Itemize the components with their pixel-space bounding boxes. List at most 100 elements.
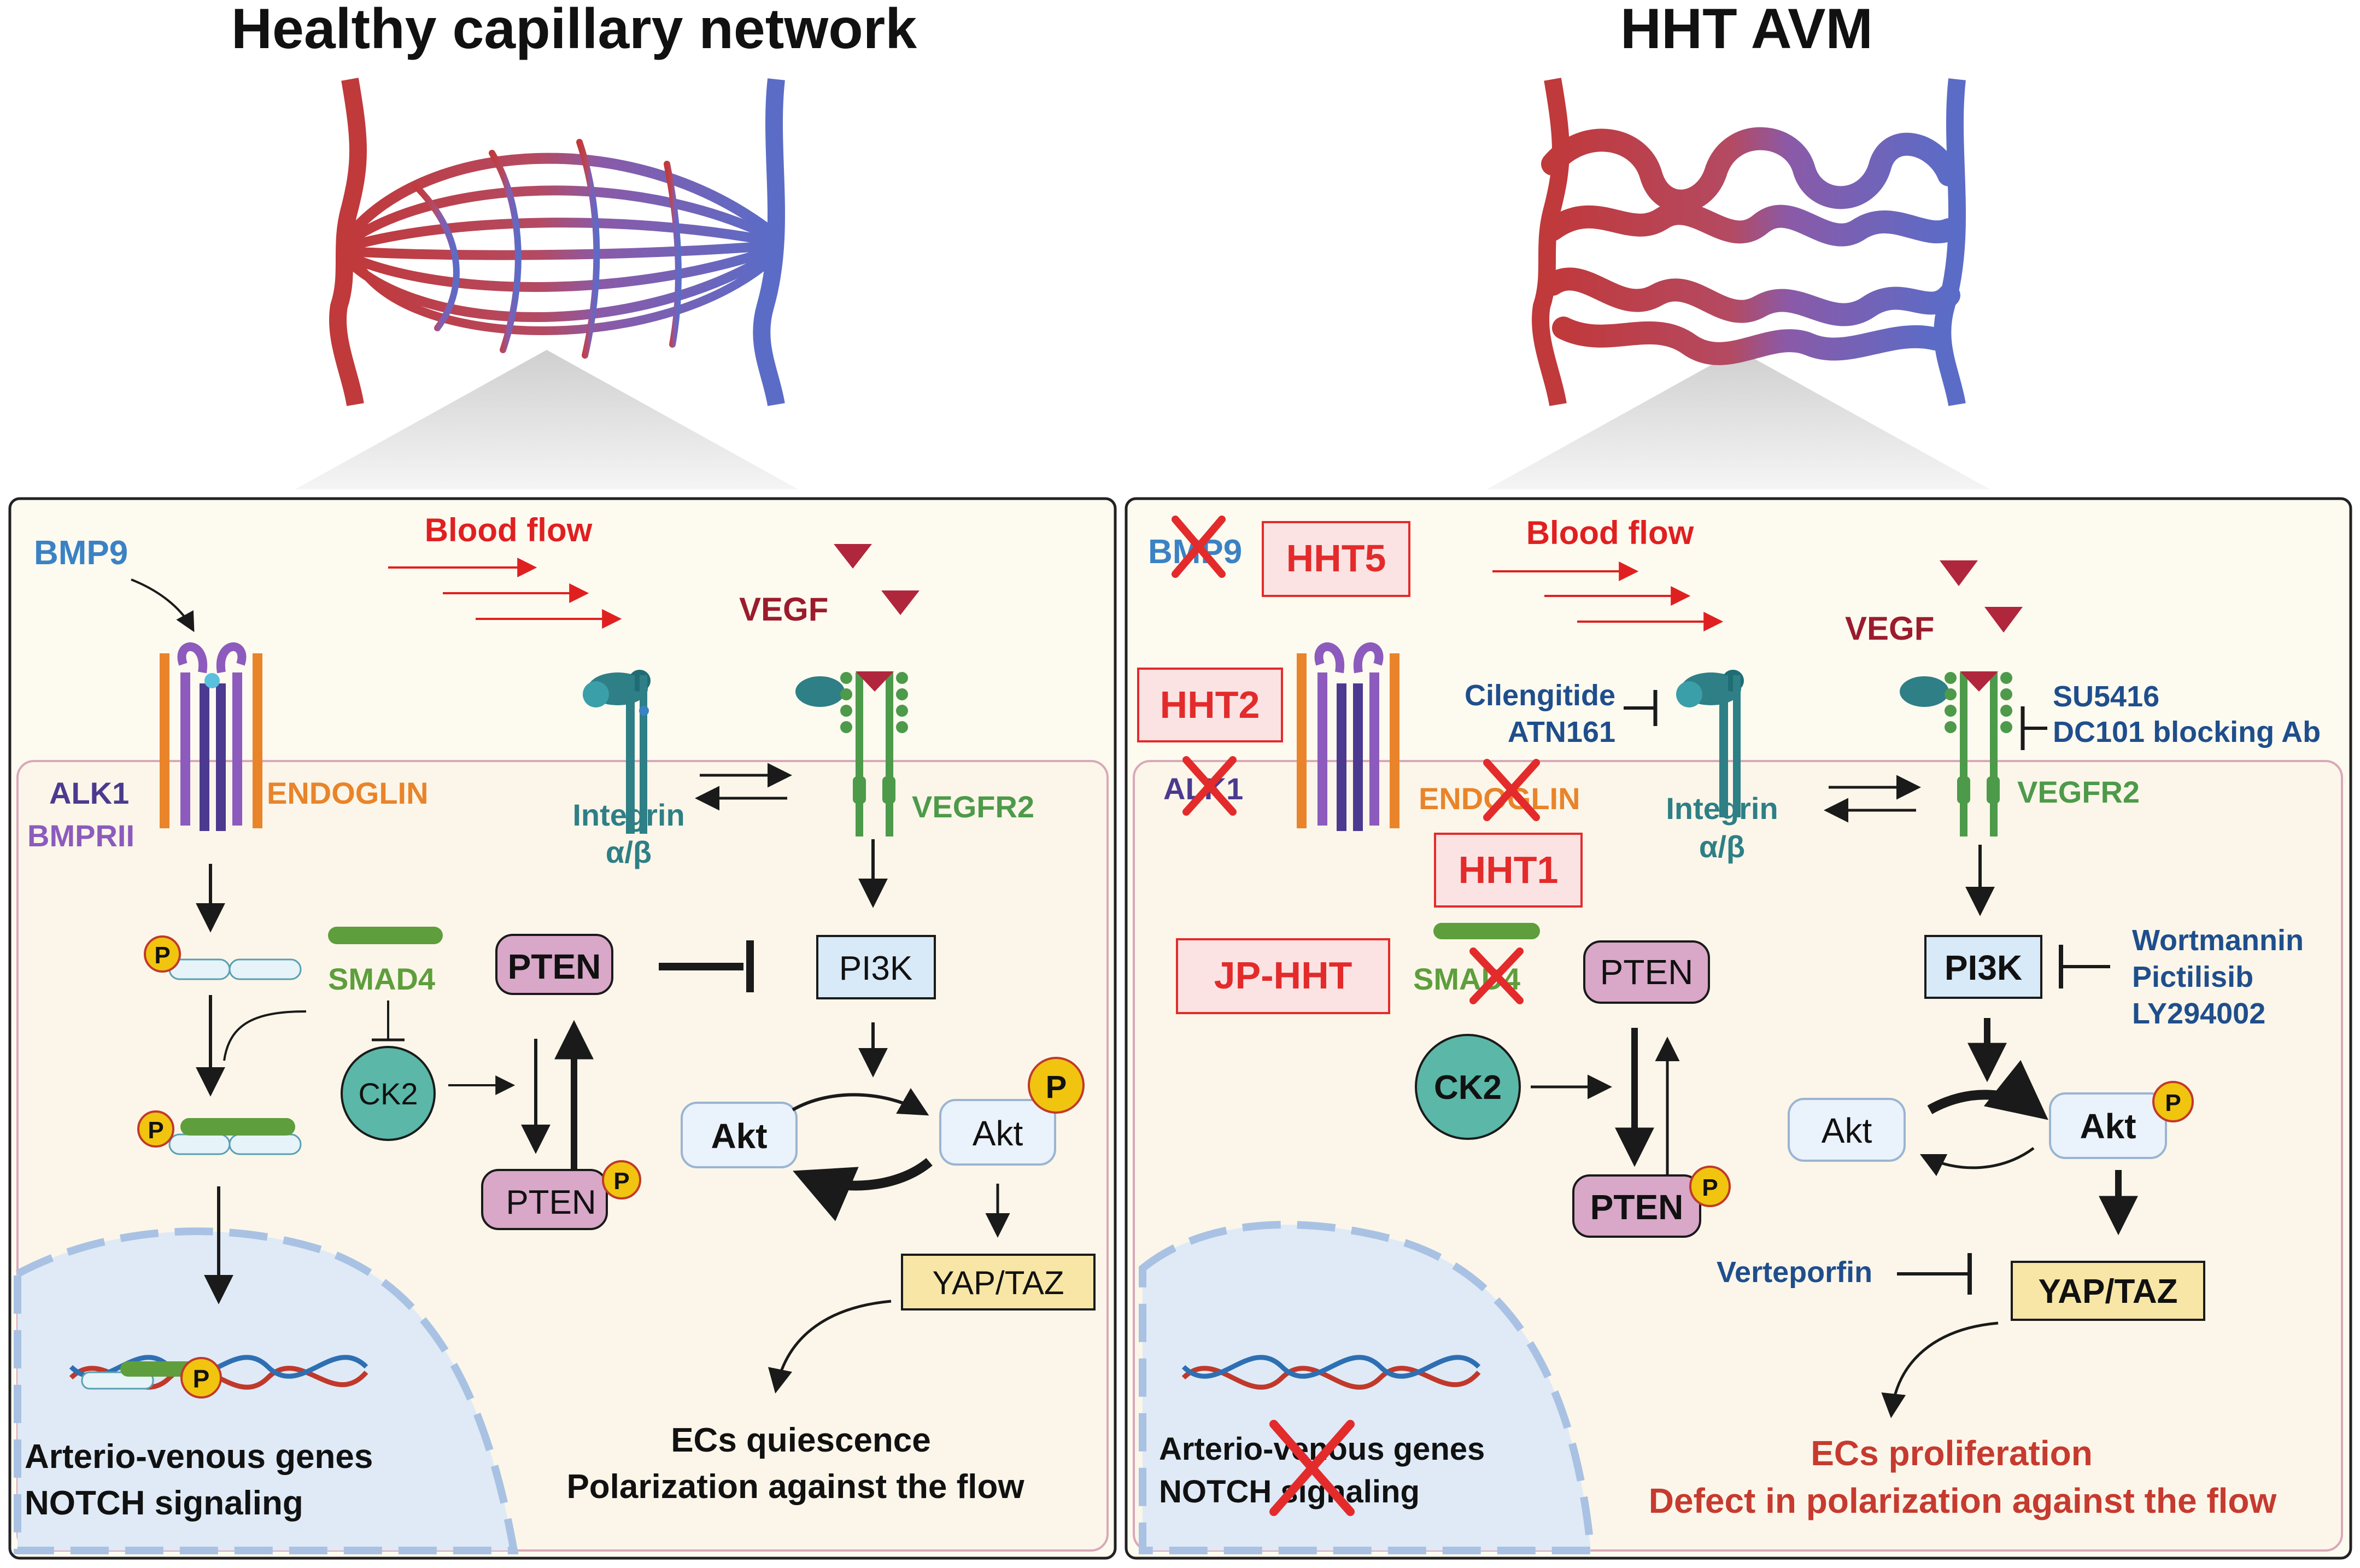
akt-activation-arrow-right (1927, 1060, 2048, 1120)
ck2-node (341, 1046, 436, 1141)
vegfr2-label: VEGFR2 (912, 789, 1034, 824)
pten-p-node (481, 1169, 608, 1230)
genes-cross (1269, 1420, 1355, 1516)
vegf-ligand-2 (881, 590, 920, 615)
pictilisib-label: Pictilisib (2132, 961, 2253, 993)
genes-left-2: NOTCH signaling (25, 1484, 303, 1522)
pten-label: PTEN (508, 947, 601, 986)
pi3k-label-right: PI3K (1945, 948, 2022, 987)
ly294002-label: LY294002 (2132, 997, 2265, 1030)
smad4-protein-right (1433, 923, 1540, 939)
hht5-label: HHT5 (1286, 537, 1386, 580)
yap-taz-node-right (2011, 1261, 2205, 1321)
dc101-label: DC101 blocking Ab (2053, 716, 2321, 748)
phospho-label-pten: P (613, 1168, 629, 1195)
akt-deactivation-arrow-right (1919, 1146, 2035, 1177)
akt-left-label: Akt (711, 1116, 767, 1156)
yap-to-outcome-arrow-right (1881, 1321, 1999, 1418)
bmprii-label: BMPRII (27, 818, 134, 853)
integrin-label-2: α/β (606, 835, 652, 869)
vegfr2-receptor (795, 671, 908, 836)
ck2-label: CK2 (359, 1076, 418, 1111)
phospho-dna (180, 1357, 222, 1399)
integrin-label-r2: α/β (1699, 829, 1745, 864)
akt-left-label-right: Akt (1822, 1111, 1872, 1150)
blood-flow-label-right: Blood flow (1526, 514, 1694, 551)
pten-p-label-right: PTEN (1590, 1187, 1684, 1227)
hht2-box (1137, 668, 1283, 742)
bmp-receptor-complex-right (1297, 642, 1399, 831)
vegfr2-label-right: VEGFR2 (2017, 775, 2140, 809)
outcome-left-2: Polarization against the flow (566, 1468, 1024, 1506)
yap-to-outcome-arrow (768, 1300, 892, 1394)
bmp9-arrow (131, 578, 195, 633)
smad-smad4-complex (168, 1118, 302, 1155)
vegfr2-receptor-right (1900, 671, 2012, 836)
hht2-label: HHT2 (1160, 683, 1260, 726)
hht-avm-illustration (1487, 78, 1990, 489)
smad4-protein (328, 927, 443, 944)
endoglin-cross (1483, 759, 1540, 821)
akt-deactivation-arrow (793, 1157, 933, 1221)
su5416-label: SU5416 (2053, 680, 2159, 713)
integrin-label-r1: Integrin (1666, 791, 1778, 826)
phospho-akt-right (2152, 1081, 2194, 1122)
yap-taz-node (901, 1254, 1096, 1310)
akt-right-label-right: Akt (2080, 1107, 2136, 1146)
smad4-label: SMAD4 (328, 962, 435, 996)
vegf-ligand-1 (834, 544, 872, 569)
pten-node-right (1583, 940, 1710, 1004)
hht5-box (1262, 521, 1410, 597)
title-right: HHT AVM (1620, 0, 1873, 61)
genes-left-1: Arterio-venous genes (25, 1438, 373, 1476)
vegf-ligand-r2 (1984, 607, 2023, 633)
smad-p-complex (168, 958, 302, 980)
phospho-label-dna: P (193, 1365, 210, 1393)
yap-taz-label-right: YAP/TAZ (2039, 1273, 2178, 1310)
wortmannin-label: Wortmannin (2132, 924, 2304, 957)
vegf-label-right: VEGF (1845, 610, 1934, 647)
zoom-cone-left (295, 350, 798, 489)
pten-label-right: PTEN (1600, 952, 1694, 992)
phospho-pten-right (1689, 1166, 1731, 1207)
phospho-1 (144, 935, 181, 973)
integrin-receptor (583, 670, 651, 834)
hht1-box (1434, 833, 1583, 908)
hht1-label: HHT1 (1459, 849, 1559, 891)
pi3k-node (816, 935, 936, 999)
akt-right-node-right (2049, 1092, 2167, 1159)
bmp-receptor-complex (160, 642, 262, 831)
outcome-right-1: ECs proliferation (1811, 1434, 2093, 1473)
panel-hht: BMP9 HHT5 Blood flow VEGF HHT2 ALK1 (1125, 497, 2352, 1560)
phospho-2 (137, 1110, 174, 1148)
outcome-right-2: Defect in polarization against the flow (1649, 1481, 2277, 1520)
bmp9-cross (1172, 516, 1226, 578)
bmp9-label: BMP9 (34, 534, 128, 572)
nucleus-left (14, 1227, 519, 1554)
pi3k-label: PI3K (839, 950, 912, 987)
integrin-label-1: Integrin (572, 798, 684, 832)
vegf-ligand-r1 (1940, 560, 1978, 586)
dna-strand-right (1181, 1355, 1481, 1390)
alk1-label: ALK1 (49, 776, 129, 810)
blood-flow-label: Blood flow (425, 512, 593, 548)
akt-right-node (939, 1099, 1056, 1166)
phospho-akt (1028, 1057, 1085, 1114)
ck2-label-right: CK2 (1434, 1069, 1502, 1107)
akt-left-node (681, 1102, 798, 1168)
phospho-label-akt-right: P (2165, 1090, 2181, 1116)
title-left: Healthy capillary network (231, 0, 917, 61)
outcome-left-1: ECs quiescence (671, 1421, 931, 1459)
phospho-label-pten-right: P (1702, 1174, 1718, 1201)
atn161-label: ATN161 (1508, 716, 1615, 748)
panel-healthy: BMP9 Blood flow VEGF ALK1 BMPRII ENDOGLI… (8, 497, 1117, 1560)
pi3k-node-right (1924, 935, 2042, 999)
smad4-join-line (223, 1010, 307, 1061)
yap-taz-label: YAP/TAZ (932, 1265, 1064, 1301)
pten-node (495, 934, 613, 995)
phospho-label-2: P (148, 1117, 163, 1144)
endoglin-label: ENDOGLIN (267, 776, 429, 810)
integrin-receptor-right (1676, 670, 1744, 817)
akt-left-node-right (1788, 1098, 1906, 1162)
